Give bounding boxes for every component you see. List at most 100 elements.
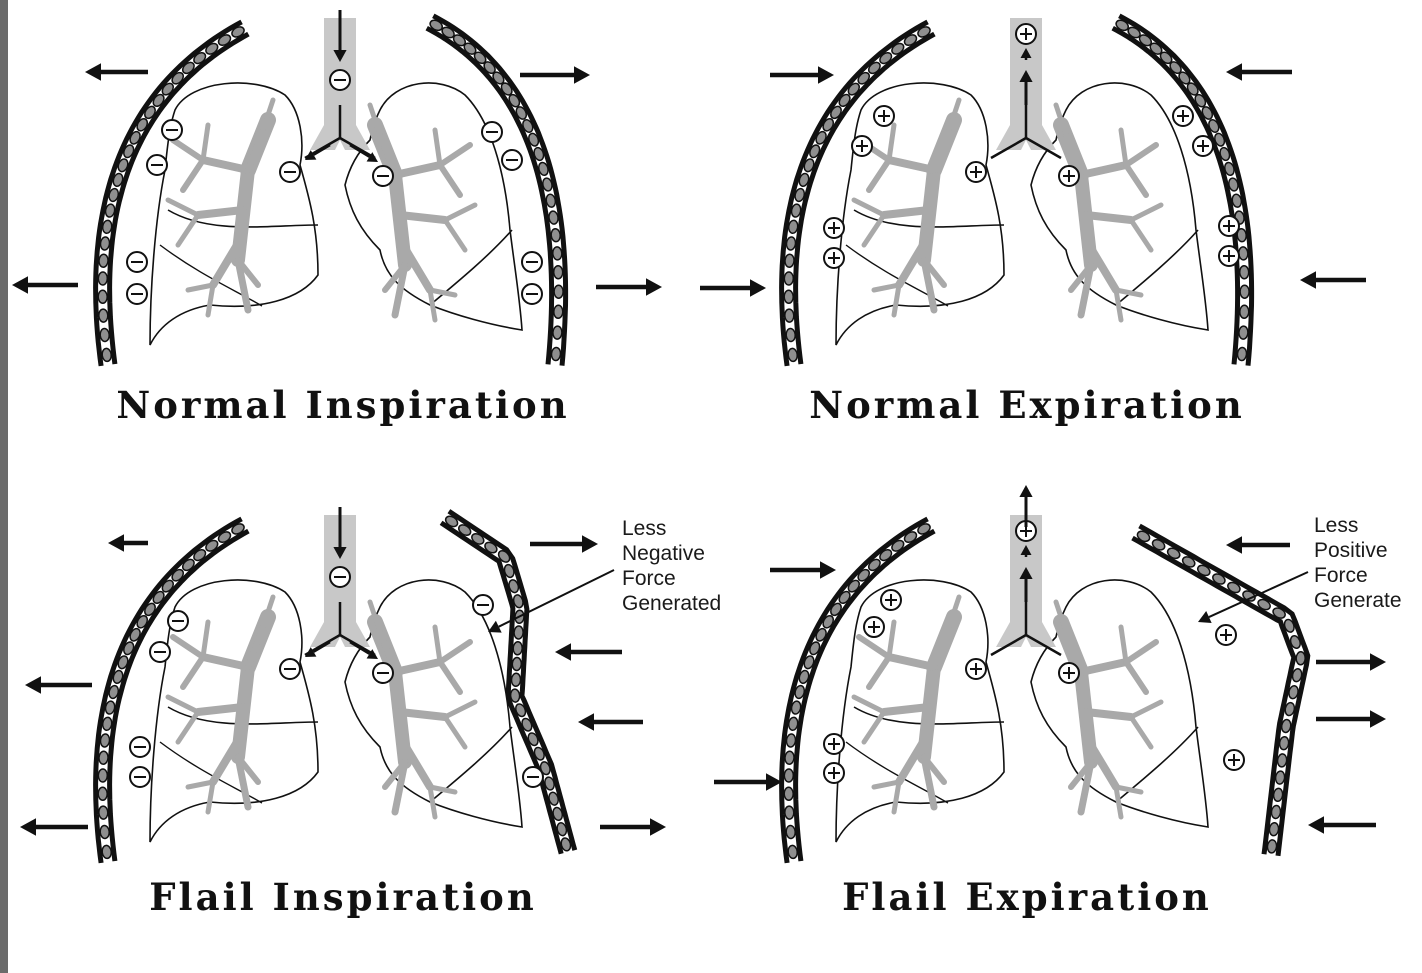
minus-circle-icon bbox=[130, 737, 150, 757]
caption-flail-expiration: Flail Expiration bbox=[842, 875, 1212, 919]
rib-segment bbox=[786, 825, 796, 839]
rib-segment bbox=[784, 290, 793, 303]
rib-segment bbox=[554, 305, 563, 318]
annotation-less-positive-force: Less Positive Force Generate bbox=[1314, 514, 1402, 612]
rib-segment bbox=[514, 626, 524, 639]
rib-segment bbox=[784, 769, 793, 782]
rib-segment bbox=[98, 787, 107, 800]
rib-segment bbox=[785, 254, 795, 268]
minus-circle-icon bbox=[522, 252, 542, 272]
minus-circle-icon bbox=[147, 155, 167, 175]
rib-segment bbox=[1237, 347, 1247, 361]
arrow-icon bbox=[714, 773, 782, 791]
rib-segment bbox=[1271, 805, 1281, 819]
arrow-icon bbox=[20, 818, 88, 836]
rib-segment bbox=[98, 806, 108, 819]
rib-segment bbox=[784, 272, 793, 285]
rib-segment bbox=[1269, 822, 1279, 836]
rib-segment bbox=[98, 309, 108, 322]
minus-circle-icon bbox=[168, 611, 188, 631]
rib-segment bbox=[553, 266, 562, 279]
minus-circle-icon bbox=[280, 162, 300, 182]
rib-segment bbox=[784, 806, 794, 819]
arrow-icon bbox=[555, 643, 622, 661]
rib-segment bbox=[1275, 771, 1285, 785]
rib-segment bbox=[1239, 326, 1249, 339]
rib-segment bbox=[554, 285, 563, 298]
rib-segment bbox=[513, 642, 523, 655]
annotation-line: Force bbox=[1314, 564, 1368, 587]
panel-flail-inspiration bbox=[20, 507, 666, 863]
minus-circle-icon bbox=[502, 150, 522, 170]
rib-segment bbox=[551, 228, 561, 242]
rib-segment bbox=[98, 769, 107, 782]
minus-circle-icon bbox=[127, 252, 147, 272]
annotation-line: Generated bbox=[622, 592, 721, 615]
rib-segment bbox=[553, 326, 563, 339]
plus-circle-icon bbox=[1059, 663, 1079, 683]
plus-circle-icon bbox=[1219, 216, 1239, 236]
plus-circle-icon bbox=[824, 248, 844, 268]
rib-segment bbox=[552, 247, 562, 261]
arrow-icon bbox=[1308, 816, 1376, 834]
panel-normal-inspiration bbox=[12, 10, 662, 366]
arrow-icon bbox=[700, 279, 766, 297]
arrow-icon bbox=[1316, 710, 1386, 728]
arrow-icon bbox=[1226, 63, 1292, 81]
arrow-icon bbox=[12, 276, 78, 294]
rib-segment bbox=[786, 734, 796, 748]
rib-segment bbox=[1240, 305, 1249, 318]
arrow-icon bbox=[596, 278, 662, 296]
rib-segment bbox=[101, 845, 111, 859]
rib-segment bbox=[787, 845, 797, 859]
minus-circle-icon bbox=[150, 642, 170, 662]
caption-normal-inspiration: Normal Inspiration bbox=[116, 383, 569, 427]
rib-segment bbox=[786, 328, 796, 342]
plus-circle-icon bbox=[966, 162, 986, 182]
minus-circle-icon bbox=[130, 767, 150, 787]
plus-circle-icon bbox=[824, 734, 844, 754]
rib-segment bbox=[784, 787, 793, 800]
rib-segment bbox=[100, 825, 110, 839]
rib-segment bbox=[98, 272, 107, 285]
arrow-icon bbox=[1226, 536, 1290, 554]
minus-circle-icon bbox=[127, 284, 147, 304]
plus-circle-icon bbox=[1216, 625, 1236, 645]
annotation-less-negative-force: Less Negative Force Generated bbox=[622, 517, 721, 615]
annotation-line: Generate bbox=[1314, 589, 1402, 612]
panel-flail-expiration bbox=[714, 485, 1386, 863]
plus-circle-icon bbox=[864, 617, 884, 637]
rib-segment bbox=[100, 734, 110, 748]
rib-segment bbox=[1277, 753, 1287, 767]
minus-circle-icon bbox=[473, 595, 493, 615]
rib-segment bbox=[784, 309, 794, 322]
annotation-line: Force bbox=[622, 567, 676, 590]
minus-circle-icon bbox=[162, 120, 182, 140]
rib-segment bbox=[1279, 736, 1289, 750]
annotation-line: Negative bbox=[622, 542, 705, 565]
annotation-line: Less bbox=[1314, 514, 1358, 537]
arrow-icon bbox=[600, 818, 666, 836]
arrow-icon bbox=[85, 63, 148, 81]
plus-circle-icon bbox=[1219, 246, 1239, 266]
minus-circle-icon bbox=[522, 284, 542, 304]
plus-circle-icon bbox=[852, 136, 872, 156]
caption-flail-inspiration: Flail Inspiration bbox=[149, 875, 536, 919]
rib-segment bbox=[1238, 247, 1248, 261]
rib-segment bbox=[1240, 285, 1249, 298]
arrow-icon bbox=[770, 66, 834, 84]
annotation-line: Positive bbox=[1314, 539, 1388, 562]
arrow-icon bbox=[520, 66, 590, 84]
rib-segment bbox=[787, 348, 797, 362]
minus-circle-icon bbox=[330, 567, 350, 587]
minus-circle-icon bbox=[373, 663, 393, 683]
arrow-icon bbox=[108, 534, 148, 552]
arrow-icon bbox=[530, 535, 598, 553]
plus-circle-icon bbox=[1224, 750, 1244, 770]
plus-circle-icon bbox=[1059, 166, 1079, 186]
plus-circle-icon bbox=[824, 763, 844, 783]
plus-circle-icon bbox=[1016, 24, 1036, 44]
minus-circle-icon bbox=[523, 767, 543, 787]
